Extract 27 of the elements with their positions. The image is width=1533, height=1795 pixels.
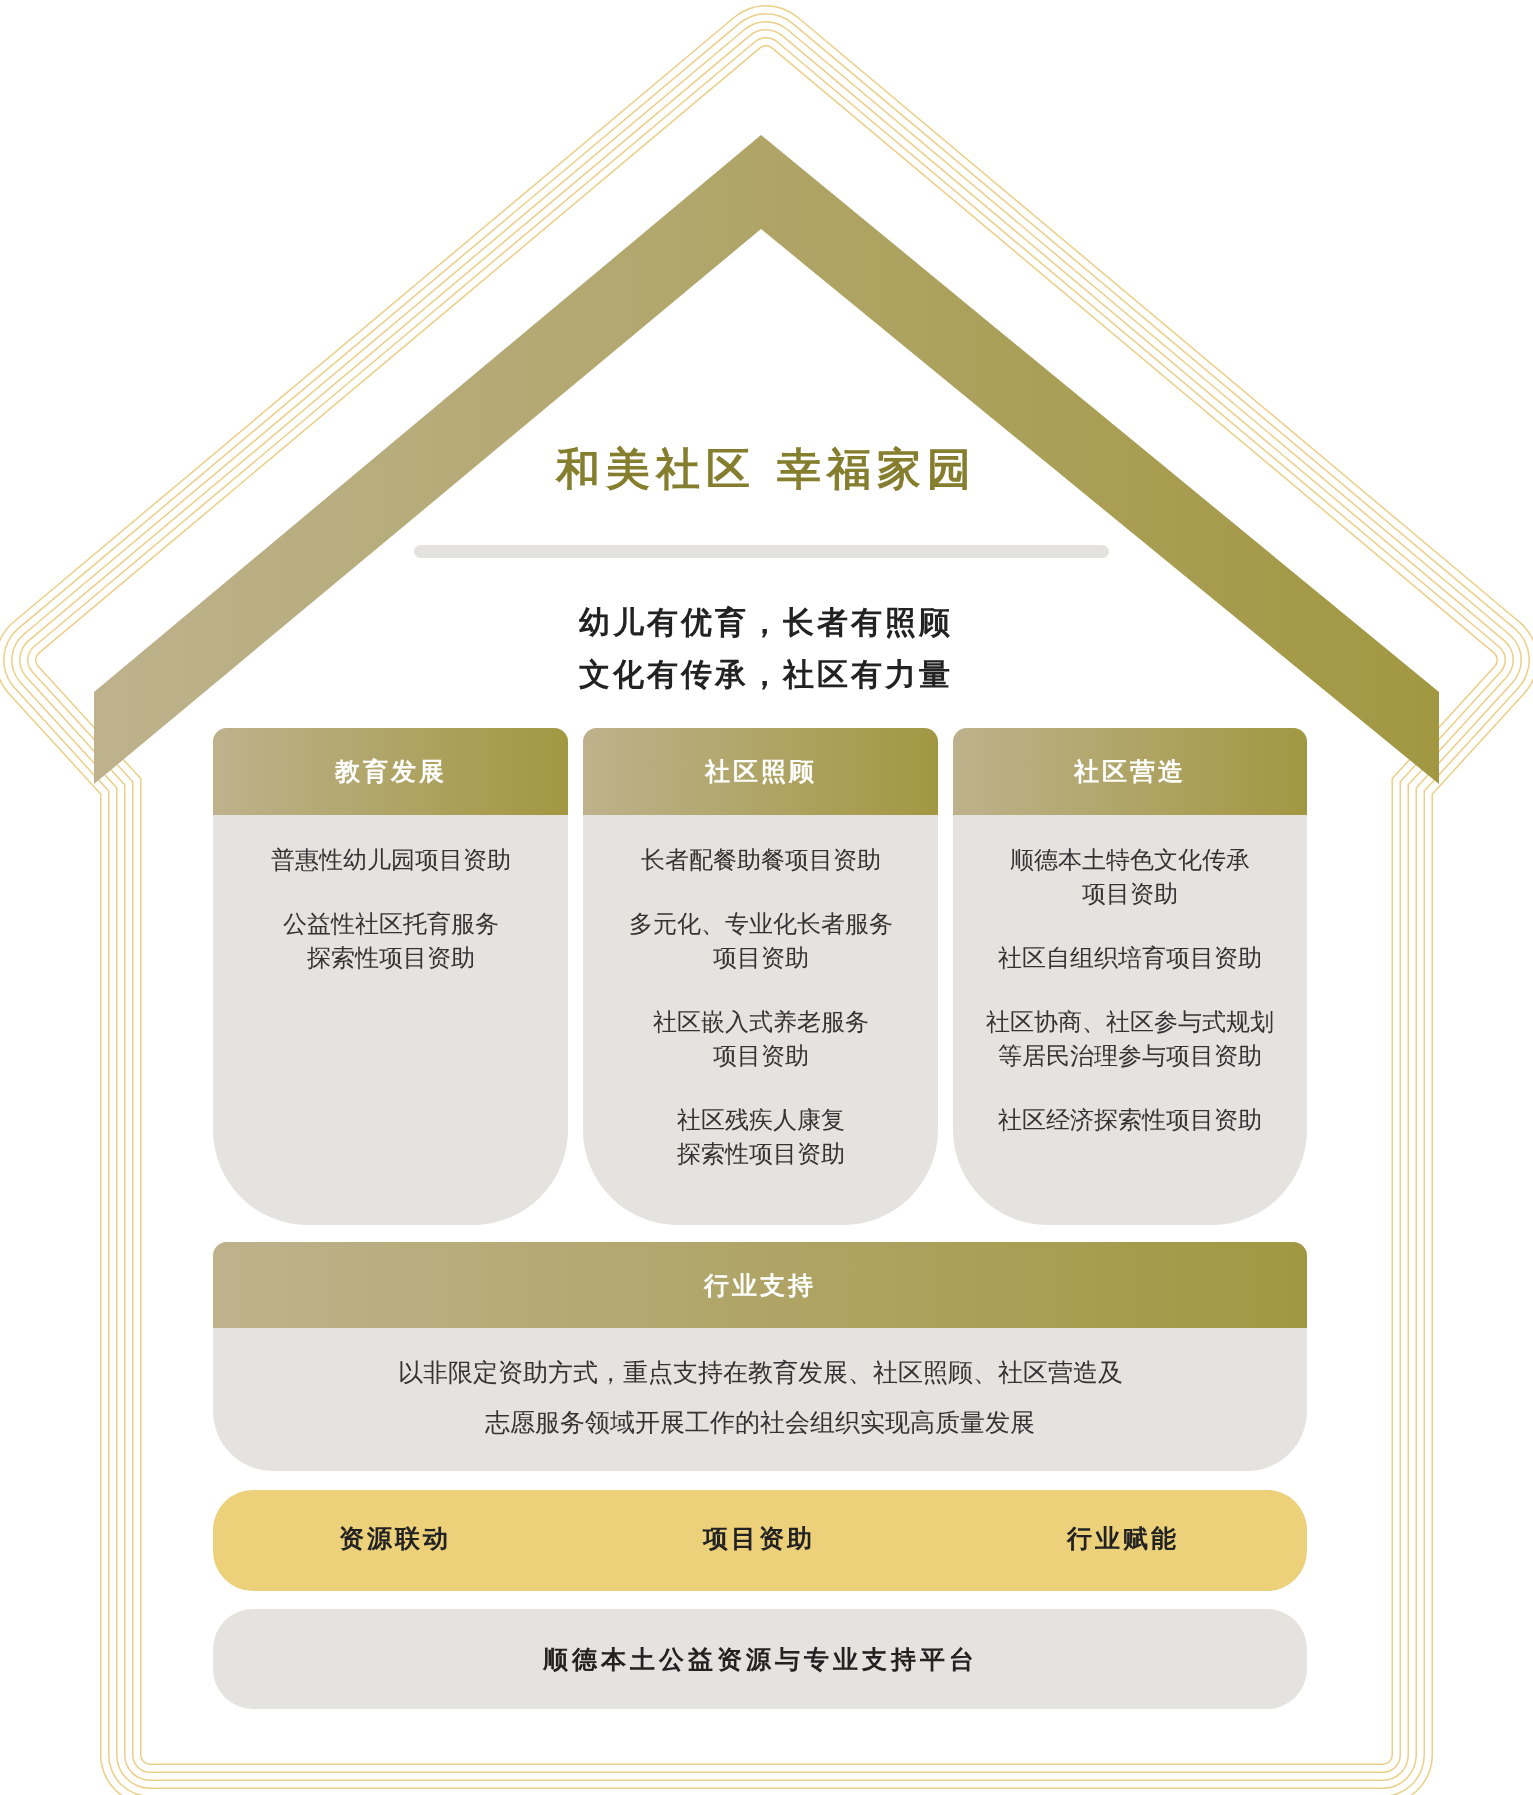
column-heading: 社区照顾: [704, 756, 817, 788]
item-text: 社区经济探索性项目资助: [997, 1105, 1263, 1136]
pillar-bar: [213, 1490, 1307, 1591]
description-text: 以非限定资助方式，重点支持在教育发展、社区照顾、社区营造及志愿服务领域开展工作的社会组织实现高质量发展: [396, 1357, 1124, 1439]
heading: 和美社区 幸福家园: [554, 442, 979, 496]
panel-card: [213, 1242, 1307, 1471]
foundation-bar: [213, 1609, 1307, 1709]
item-text: 多元化、专业化长者服务项目资助: [627, 909, 894, 974]
column-heading: 社区营造: [1074, 756, 1186, 788]
column-heading: 行业支持: [704, 1269, 816, 1302]
item-text: 社区嵌入式养老服务项目资助: [651, 1007, 870, 1072]
pillar-label: 行业赋能: [1065, 1523, 1180, 1555]
column-card: [213, 728, 568, 1225]
column-card: [583, 728, 938, 1225]
item-text: 长者配餐助餐项目资助: [639, 845, 882, 876]
item-text: 普惠性幼儿园项目资助: [269, 845, 512, 876]
item-text: 社区协商、社区参与式规划等居民治理参与项目资助: [985, 1007, 1275, 1072]
slogan-text: 幼儿有优育，长者有照顾文化有传承，社区有力量: [578, 603, 954, 694]
pillar-label: 资源联动: [338, 1523, 452, 1555]
column-card: [953, 728, 1307, 1225]
pillar-label: 项目资助: [701, 1523, 816, 1555]
foundation-label: 顺德本土公益资源与专业支持平台: [542, 1643, 978, 1676]
item-text: 公益性社区托育服务探索性项目资助: [281, 909, 500, 974]
item-text: 顺德本土特色文化传承项目资助: [1009, 845, 1251, 910]
item-text: 社区自组织培育项目资助: [997, 943, 1263, 974]
column-heading: 教育发展: [334, 756, 447, 788]
item-text: 社区残疾人康复探索性项目资助: [675, 1105, 846, 1170]
